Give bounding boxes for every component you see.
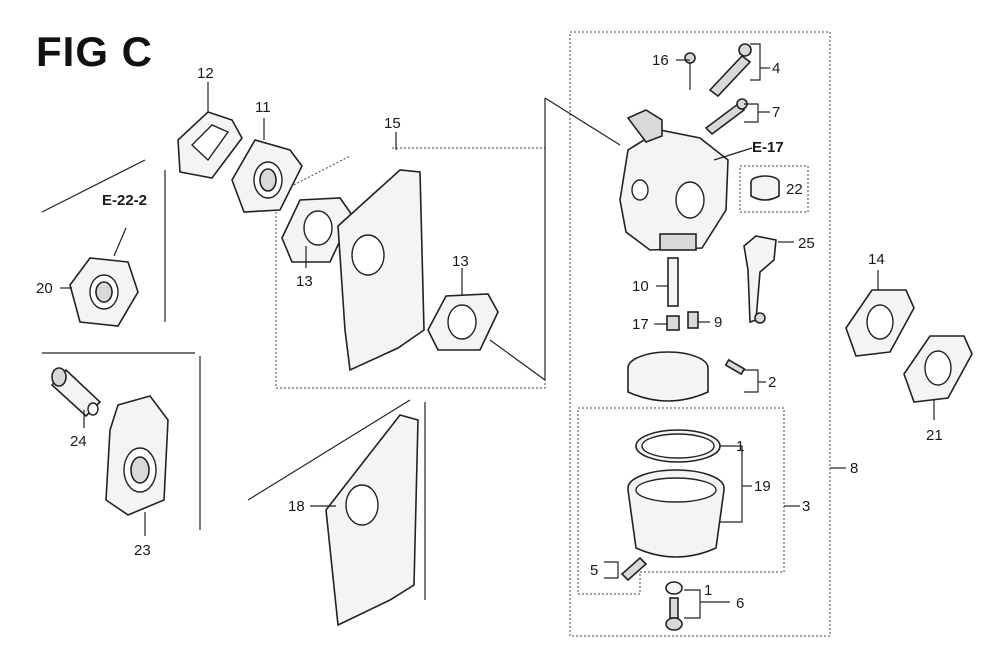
- callout-17: 17: [632, 316, 649, 333]
- part-12-gasket: [177, 111, 243, 179]
- reference-e22-2: E-22-2: [102, 192, 147, 209]
- part-14-gasket: [845, 289, 915, 357]
- part-13a-gasket: [281, 197, 353, 263]
- callout-labels: 12 11 15 13 13 20 24 23 18 14 21 16 4 7 …: [36, 52, 943, 612]
- part-13b-gasket: [427, 293, 499, 351]
- callout-1-upper: 1: [736, 438, 744, 455]
- callout-1-lower: 1: [704, 582, 712, 599]
- callout-19: 19: [754, 478, 771, 495]
- carburetor-float: [627, 351, 746, 402]
- part-17-jet: [666, 315, 680, 331]
- callout-8: 8: [850, 460, 858, 477]
- frame-left-bottom: [42, 352, 201, 530]
- part-11-insulator: [231, 139, 303, 213]
- frame-22: [739, 165, 809, 213]
- frame-part-18: [247, 399, 426, 600]
- callout-5: 5: [590, 562, 598, 579]
- part-16-screw: [684, 52, 696, 90]
- callout-24: 24: [70, 433, 87, 450]
- part-20-insulator: [69, 227, 139, 327]
- float-bowl: [627, 469, 725, 558]
- leader-lines: [60, 43, 935, 619]
- callout-21: 21: [926, 427, 943, 444]
- callout-4: 4: [772, 60, 780, 77]
- carburetor-body: [619, 109, 729, 251]
- callout-16: 16: [652, 52, 669, 69]
- frame-left-top: [41, 159, 166, 322]
- part-15-plate: [337, 169, 425, 372]
- callout-18: 18: [288, 498, 305, 515]
- callout-9: 9: [714, 314, 722, 331]
- callout-15: 15: [384, 115, 401, 132]
- part-10-needle: [667, 257, 679, 307]
- callout-10: 10: [632, 278, 649, 295]
- callout-2: 2: [768, 374, 776, 391]
- figure-title: FIG C: [36, 28, 153, 75]
- callout-13-right: 13: [452, 253, 469, 270]
- part-5-screw: [620, 556, 648, 582]
- part-6-bolt: [665, 581, 683, 631]
- frame-carburetor: [569, 31, 831, 637]
- callout-6: 6: [736, 595, 744, 612]
- callout-23: 23: [134, 542, 151, 559]
- part-1-oring: [635, 429, 721, 463]
- callout-14: 14: [868, 251, 885, 268]
- callout-20: 20: [36, 280, 53, 297]
- part-23-breather: [105, 395, 169, 516]
- callout-22: 22: [786, 181, 803, 198]
- part-4-screw: [708, 43, 752, 98]
- part-21-gasket: [903, 335, 973, 403]
- bracket-line-8: [489, 97, 621, 381]
- part-25-valve: [743, 235, 777, 324]
- reference-e17: E-17: [752, 139, 784, 156]
- callout-11: 11: [255, 99, 271, 116]
- callout-3: 3: [802, 498, 810, 515]
- part-7-screw: [704, 98, 748, 136]
- part-9-jet: [687, 311, 699, 329]
- part-22-cap: [750, 175, 780, 201]
- part-18-plate: [325, 414, 419, 627]
- callout-7: 7: [772, 104, 780, 121]
- callout-25: 25: [798, 235, 815, 252]
- callout-12: 12: [197, 65, 214, 82]
- part-24-collar: [50, 367, 102, 418]
- callout-13-left: 13: [296, 273, 313, 290]
